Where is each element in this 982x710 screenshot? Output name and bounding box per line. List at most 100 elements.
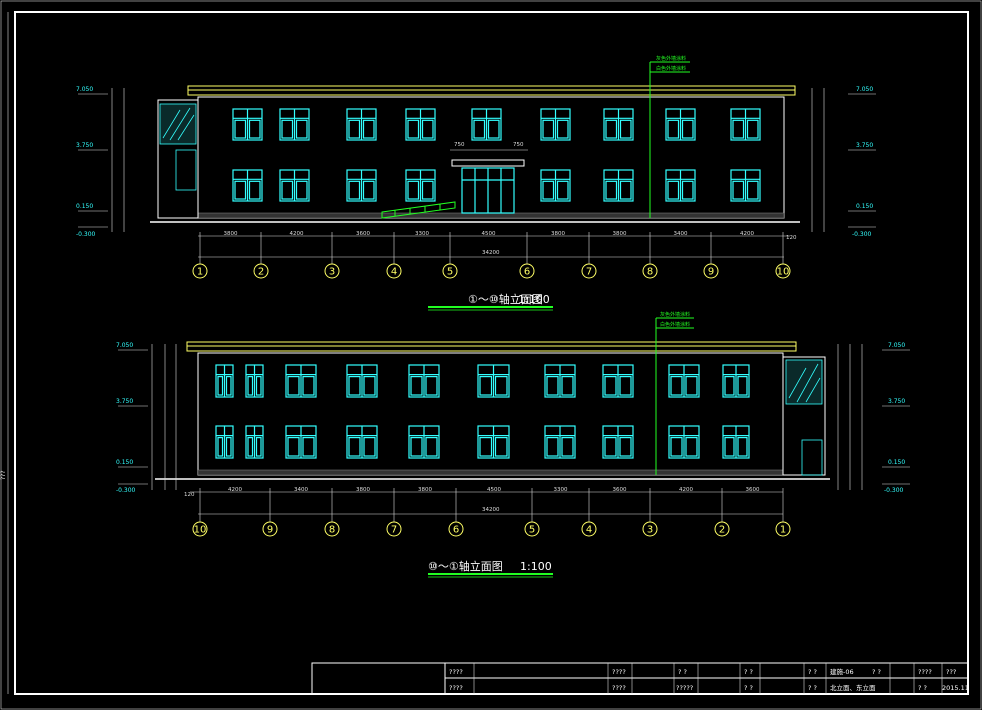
span-dim: 3600 [356, 231, 370, 237]
svg-text:3.750: 3.750 [116, 398, 133, 405]
svg-text:7.050: 7.050 [76, 86, 93, 93]
svg-text:建施-06: 建施-06 [830, 667, 854, 676]
window-top-upper [346, 108, 377, 141]
window-top-lower [232, 169, 263, 202]
levels-left-bottom: 7.050 3.750 0.150 -0.300 [116, 342, 177, 494]
elevation-top: 灰色外墙涂料 白色外墙涂料 750 750 7.050 3.750 0.150 … [76, 55, 876, 311]
plinth-bottom [197, 469, 784, 476]
span-dim: 3600 [746, 487, 760, 493]
window-top-upper [471, 108, 502, 141]
windows-top [232, 108, 761, 202]
window-bottom-lower [544, 425, 576, 459]
window-bottom-lower [477, 425, 510, 459]
svg-text:????: ???? [918, 668, 932, 676]
building-outline-top [197, 96, 785, 219]
span-dim: 4200 [679, 487, 693, 493]
axis-bubble [703, 263, 719, 279]
svg-text:???: ??? [946, 668, 956, 676]
window-bottom-upper [285, 364, 317, 398]
axis-bubble [386, 521, 402, 537]
window-top-upper [730, 108, 761, 141]
svg-text:?????: ????? [676, 684, 693, 692]
span-dim: 3400 [674, 231, 688, 237]
window-top-upper [540, 108, 571, 141]
title-top: ①～⑩轴立面图 [468, 292, 543, 306]
start-span-bottom: 120 [184, 492, 195, 498]
note-bottom-1: 灰色外墙涂料 [660, 311, 690, 318]
window-bottom-lower [408, 425, 440, 459]
axis-label: 9 [267, 525, 273, 536]
axis-bubble [262, 521, 278, 537]
stair-rail-bottom [801, 439, 823, 476]
plinth-top [197, 212, 785, 219]
svg-text:-0.300: -0.300 [76, 231, 96, 238]
axis-label: 7 [391, 525, 397, 536]
svg-text:????: ???? [612, 684, 626, 692]
span-dim: 3800 [551, 231, 565, 237]
axis-label: 3 [647, 525, 653, 536]
stair-glass-top [159, 103, 197, 145]
svg-text:? ?: ? ? [918, 684, 927, 692]
svg-text:0.150: 0.150 [856, 203, 873, 210]
axis-bubble [448, 521, 464, 537]
note-top-1: 灰色外墙涂料 [656, 55, 686, 62]
window-top-upper [665, 108, 696, 141]
window-bottom-upper [602, 364, 634, 398]
axis-label: 7 [586, 267, 592, 278]
svg-text:7.050: 7.050 [888, 342, 905, 349]
axis-label: 8 [329, 525, 335, 536]
svg-text:7.050: 7.050 [116, 342, 133, 349]
span-dim: 3300 [415, 231, 429, 237]
scale-bottom: 1:100 [520, 560, 552, 573]
window-bottom-lower [346, 425, 378, 459]
entrance-door [461, 167, 515, 214]
svg-text:7.050: 7.050 [856, 86, 873, 93]
axis-label: 5 [529, 525, 535, 536]
stair-tower-top [157, 99, 199, 219]
window-bottom-lower [602, 425, 634, 459]
svg-text:0.150: 0.150 [76, 203, 93, 210]
axis-bubble [192, 263, 208, 279]
window-bottom-upper [544, 364, 576, 398]
svg-text:? ?: ? ? [808, 668, 817, 676]
axis-bubble [386, 263, 402, 279]
axis-bubble [192, 521, 208, 537]
note-top-2: 白色外墙涂料 [656, 65, 686, 72]
axis-label: 2 [258, 267, 264, 278]
axis-label: 8 [647, 267, 653, 278]
axis-bubble [714, 521, 730, 537]
window-bottom-lower [215, 425, 234, 459]
span-dim: 3800 [224, 231, 238, 237]
svg-text:????: ???? [612, 668, 626, 676]
entrance-dim-left: 750 [454, 142, 465, 148]
span-dim: 3800 [418, 487, 432, 493]
span-dim: 3300 [554, 487, 568, 493]
span-dim: 4500 [482, 231, 496, 237]
axis-label: 1 [780, 525, 786, 536]
span-dim: 4200 [290, 231, 304, 237]
axis-bubble [324, 263, 340, 279]
stair-glass-hatch [162, 107, 195, 141]
axis-label: 9 [708, 267, 714, 278]
svg-text:????: ???? [449, 684, 463, 692]
axis-bubble [642, 263, 658, 279]
axis-bubble [519, 263, 535, 279]
elevation-bottom: 灰色外墙涂料 白色外墙涂料 7.050 3.750 0.150 -0.300 7… [116, 311, 910, 578]
svg-text:-0.300: -0.300 [852, 231, 872, 238]
entrance-ramp [381, 201, 456, 219]
end-span-top: 120 [786, 235, 797, 241]
window-bottom-upper [408, 364, 440, 398]
svg-text:? ?: ? ? [872, 668, 881, 676]
svg-text:-0.300: -0.300 [116, 487, 136, 494]
total-dim-bottom: 34200 [482, 507, 500, 513]
span-dim: 4500 [487, 487, 501, 493]
axis-label: 3 [329, 267, 335, 278]
window-bottom-upper [346, 364, 378, 398]
axis-label: 10 [194, 525, 207, 536]
axis-bubble [581, 263, 597, 279]
levels-right-bottom: 7.050 3.750 0.150 -0.300 [837, 342, 910, 494]
stair-rail-top [175, 149, 197, 191]
window-bottom-upper [477, 364, 510, 398]
